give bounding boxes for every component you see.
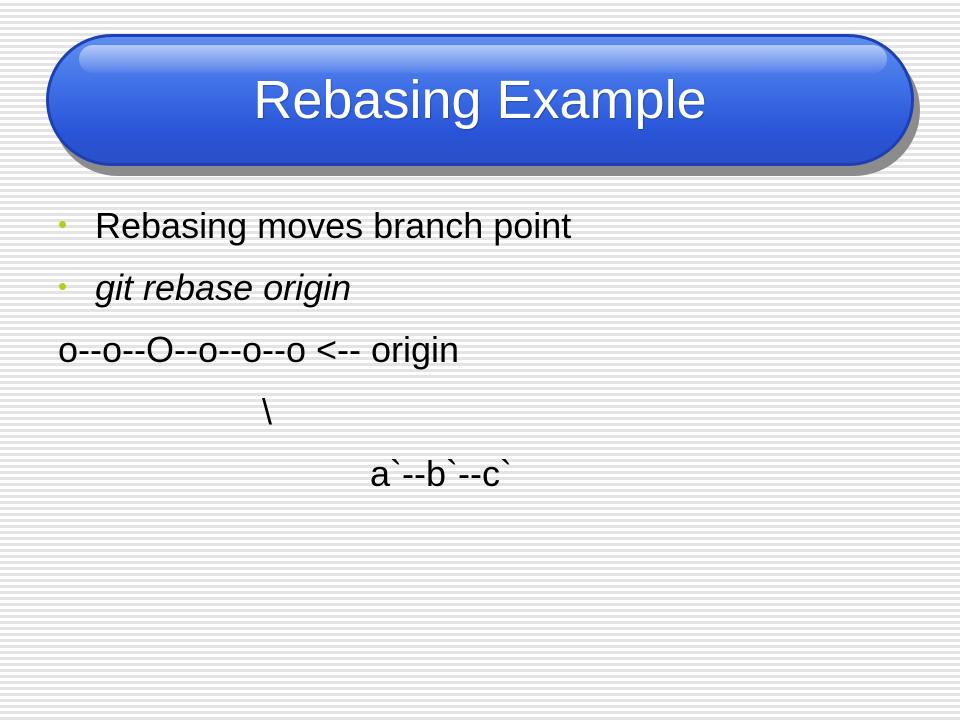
slide-title: Rebasing Example [253, 70, 707, 130]
diagram-line-origin: o--o--O--o--o--o <-- origin [58, 329, 460, 370]
bullet-item: • git rebase origin [58, 258, 571, 320]
title-bar-gloss [79, 45, 887, 73]
bullet-text: Rebasing moves branch point [95, 205, 572, 246]
bullet-list: • Rebasing moves branch point • git reba… [58, 196, 571, 320]
title-bar [46, 34, 914, 166]
diagram-line-branch: \ [262, 391, 273, 432]
bullet-dot-icon: • [58, 209, 68, 239]
bullet-text: git rebase origin [95, 267, 352, 308]
diagram-line-commits: a`--b`--c` [370, 453, 512, 494]
bullet-dot-icon: • [58, 271, 68, 301]
bullet-item: • Rebasing moves branch point [58, 196, 571, 258]
